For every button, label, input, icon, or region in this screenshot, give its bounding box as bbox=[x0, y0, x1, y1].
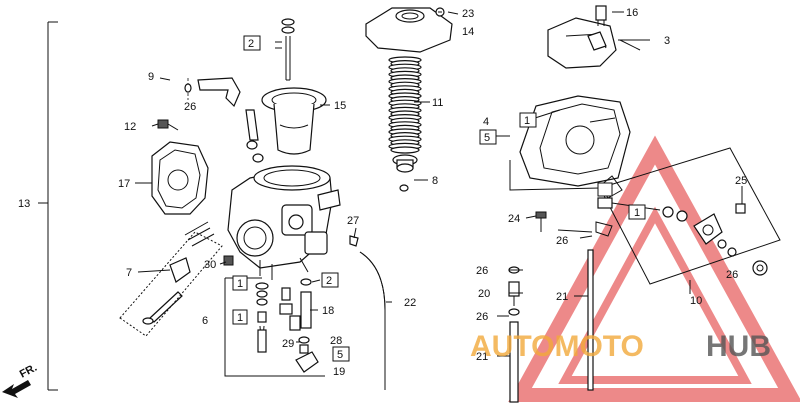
sensor-3 bbox=[547, 17, 641, 69]
rod-21 bbox=[509, 249, 594, 403]
main-jet-set bbox=[255, 282, 269, 353]
drain-screw-19 bbox=[295, 336, 319, 373]
callout-26b: 26 bbox=[556, 235, 568, 247]
starter-plunger-9 bbox=[184, 77, 264, 163]
pilot-jet-set bbox=[279, 278, 312, 331]
callout-27: 27 bbox=[347, 215, 359, 227]
group-bracket-13 bbox=[38, 21, 58, 391]
nut-8 bbox=[392, 154, 418, 192]
clip-27 bbox=[349, 235, 359, 247]
callout-14: 14 bbox=[462, 26, 474, 38]
callout-13: 13 bbox=[18, 198, 30, 210]
callout-5a: 5 bbox=[337, 349, 343, 361]
callout-23: 23 bbox=[462, 8, 474, 20]
screw-23 bbox=[435, 7, 445, 17]
callout-1b: 1 bbox=[237, 312, 243, 324]
callout-26c: 26 bbox=[726, 269, 738, 281]
callout-15: 15 bbox=[334, 100, 346, 112]
callout-29: 29 bbox=[282, 338, 294, 350]
group-bracket-10 bbox=[509, 147, 781, 285]
callout-26a: 26 bbox=[184, 101, 196, 113]
callout-5b: 5 bbox=[484, 132, 490, 144]
callout-labels: 2 9 26 12 15 17 13 7 30 6 1 1 2 18 29 28… bbox=[18, 7, 747, 381]
part-16 bbox=[595, 5, 607, 26]
callout-25: 25 bbox=[735, 175, 747, 187]
callout-30: 30 bbox=[204, 259, 216, 271]
screw-12 bbox=[157, 119, 179, 131]
callout-6: 6 bbox=[202, 315, 208, 327]
callout-21a: 21 bbox=[556, 291, 568, 303]
callout-2a: 2 bbox=[248, 38, 254, 50]
callout-10: 10 bbox=[690, 295, 702, 307]
float-chamber-cover-17 bbox=[151, 141, 209, 215]
callout-18: 18 bbox=[322, 305, 334, 317]
callout-11: 11 bbox=[432, 97, 443, 109]
throttle-housing-4 bbox=[519, 95, 631, 187]
callout-26d: 26 bbox=[476, 265, 488, 277]
bellows-ring bbox=[390, 146, 420, 154]
callout-1a: 1 bbox=[237, 278, 243, 290]
watermark-text-automoto: AUTOMOTO bbox=[470, 330, 644, 363]
top-cap-14 bbox=[365, 7, 453, 53]
bolt-24 bbox=[535, 211, 547, 232]
callout-4: 4 bbox=[483, 116, 489, 128]
callout-24: 24 bbox=[508, 213, 520, 225]
diaphragm-piston-15 bbox=[261, 87, 327, 155]
callout-20: 20 bbox=[478, 288, 490, 300]
direction-label: FR. bbox=[18, 362, 39, 381]
callout-19: 19 bbox=[333, 366, 345, 378]
rod-20 bbox=[508, 266, 520, 316]
callout-2b: 2 bbox=[326, 275, 332, 287]
leader-lines bbox=[135, 11, 743, 357]
jet-needle-2 bbox=[281, 18, 295, 81]
front-direction-arrow bbox=[2, 380, 31, 398]
boxed-callouts bbox=[232, 35, 646, 362]
accelerator-pump-7 bbox=[142, 221, 215, 325]
callout-1c: 1 bbox=[524, 115, 530, 127]
callout-22: 22 bbox=[404, 297, 416, 309]
throttle-boot-11 bbox=[388, 56, 422, 154]
watermark-logo: AUTOMOTO HUB bbox=[470, 330, 771, 363]
callout-3: 3 bbox=[664, 35, 670, 47]
callout-16: 16 bbox=[626, 7, 638, 19]
callout-17: 17 bbox=[118, 178, 130, 190]
callout-12: 12 bbox=[124, 121, 136, 133]
screw-30 bbox=[223, 255, 234, 266]
watermark-text-hub: HUB bbox=[706, 330, 771, 363]
callout-1d: 1 bbox=[634, 207, 640, 219]
callout-26e: 26 bbox=[476, 311, 488, 323]
drain-hose-22 bbox=[359, 251, 386, 390]
carburetor-body bbox=[227, 165, 341, 280]
callout-9: 9 bbox=[148, 71, 154, 83]
callout-8: 8 bbox=[432, 175, 438, 187]
callout-28: 28 bbox=[330, 335, 342, 347]
clip-26 bbox=[579, 235, 593, 239]
callout-7: 7 bbox=[126, 267, 132, 279]
callout-21b: 21 bbox=[476, 351, 488, 363]
